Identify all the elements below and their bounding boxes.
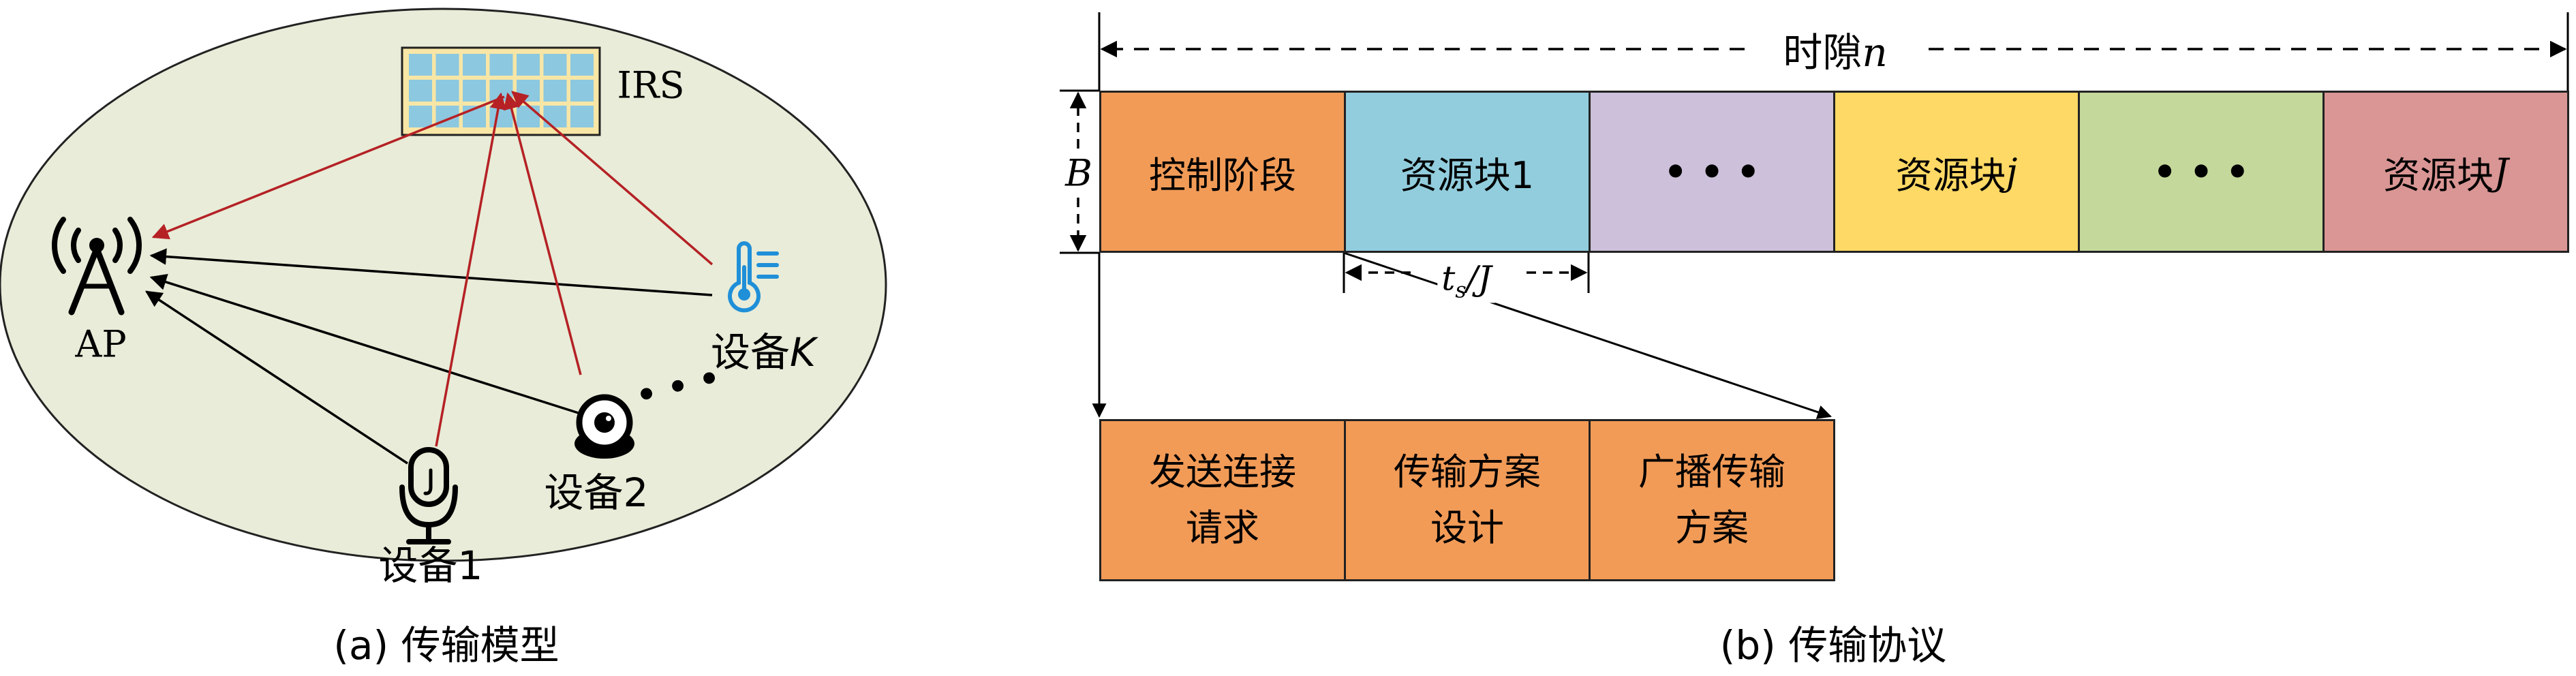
caption-a: (a) 传输模型 bbox=[333, 622, 559, 669]
subslot-send-request: 发送连接请求 bbox=[1099, 419, 1346, 581]
irs-element-cell bbox=[435, 80, 459, 102]
subslot-3-line2: 方案 bbox=[1675, 506, 1749, 549]
duration-rest: /J bbox=[1466, 258, 1492, 298]
expand-line-diagonal bbox=[1343, 251, 1832, 419]
microphone-icon bbox=[399, 447, 458, 544]
subslot-2-line1: 传输方案 bbox=[1394, 450, 1541, 493]
subslot-2-line2: 设计 bbox=[1430, 506, 1504, 549]
duration-label: ts/J bbox=[1437, 258, 1496, 303]
bandwidth-label: B bbox=[1065, 150, 1092, 196]
irs-element-cell bbox=[570, 80, 594, 102]
slot-rbJ-label: 资源块 bbox=[2383, 153, 2494, 197]
device-k-prefix: 设备 bbox=[710, 329, 790, 375]
timeslot-var: n bbox=[1862, 29, 1888, 76]
irs-panel-icon bbox=[401, 46, 601, 136]
slot-rbJ-var: J bbox=[2494, 150, 2509, 194]
irs-element-cell bbox=[489, 106, 513, 127]
slot-rbj-label: 资源块 bbox=[1895, 153, 2006, 197]
device-1-label: 设备1 bbox=[378, 542, 483, 589]
duration-s: s bbox=[1455, 277, 1467, 303]
device-k-var: K bbox=[789, 329, 816, 375]
slot-ellipsis-2: • • • bbox=[2078, 91, 2325, 253]
reflect-link-device-k bbox=[511, 91, 714, 266]
slot-ellipsis-2-label: • • • bbox=[2153, 150, 2250, 194]
direct-link-device-1 bbox=[144, 290, 408, 465]
irs-label: IRS bbox=[617, 63, 685, 107]
irs-element-cell bbox=[409, 106, 432, 127]
irs-element-cell bbox=[463, 80, 486, 102]
irs-element-cell bbox=[489, 54, 513, 76]
irs-element-cell bbox=[435, 54, 459, 76]
irs-element-cell bbox=[570, 54, 594, 76]
subslot-scheme-design: 传输方案设计 bbox=[1344, 419, 1591, 581]
webcam-icon bbox=[574, 394, 634, 459]
slot-control-label: 控制阶段 bbox=[1149, 153, 1296, 197]
slot-control-phase: 控制阶段 bbox=[1099, 91, 1346, 253]
slot-ellipsis-1-label: • • • bbox=[1663, 150, 1760, 194]
irs-element-cell bbox=[570, 106, 594, 127]
irs-element-cell bbox=[409, 80, 432, 102]
ap-label: AP bbox=[75, 322, 127, 366]
timeslot-label: 时隙n bbox=[1776, 20, 1895, 78]
reflect-link-device-2 bbox=[503, 92, 582, 375]
slot-resource-block-1: 资源块1 bbox=[1344, 91, 1591, 253]
antenna-tower-icon bbox=[52, 217, 142, 316]
irs-element-cell bbox=[463, 54, 486, 76]
direct-link-device-2 bbox=[149, 273, 583, 416]
irs-element-cell bbox=[517, 54, 540, 76]
subslot-broadcast-scheme: 广播传输方案 bbox=[1589, 419, 1835, 581]
thermometer-icon bbox=[728, 241, 779, 313]
direct-link-device-k bbox=[149, 248, 713, 296]
duration-t: t bbox=[1441, 258, 1456, 298]
caption-b: (b) 传输协议 bbox=[1719, 622, 1947, 669]
subslot-1-line2: 请求 bbox=[1186, 506, 1259, 549]
reflect-link-irs-ap bbox=[151, 95, 505, 240]
irs-element-cell bbox=[543, 106, 567, 127]
irs-element-cell bbox=[543, 80, 567, 102]
slot-rb1-label: 资源块1 bbox=[1400, 153, 1535, 197]
device-k-label: 设备K bbox=[711, 320, 816, 378]
subslot-3-line1: 广播传输 bbox=[1638, 450, 1785, 493]
reflect-link-device-1 bbox=[435, 92, 507, 447]
irs-element-cell bbox=[517, 106, 540, 127]
coverage-ellipse bbox=[0, 7, 887, 562]
timeslot-text: 时隙 bbox=[1783, 29, 1862, 76]
irs-element-cell bbox=[409, 54, 432, 76]
slot-ellipsis-1: • • • bbox=[1589, 91, 1835, 253]
subslot-1-line1: 发送连接 bbox=[1149, 450, 1296, 493]
irs-element-cell bbox=[543, 54, 567, 76]
slot-rbj-var: j bbox=[2006, 150, 2018, 194]
device-2-label: 设备2 bbox=[544, 470, 649, 516]
